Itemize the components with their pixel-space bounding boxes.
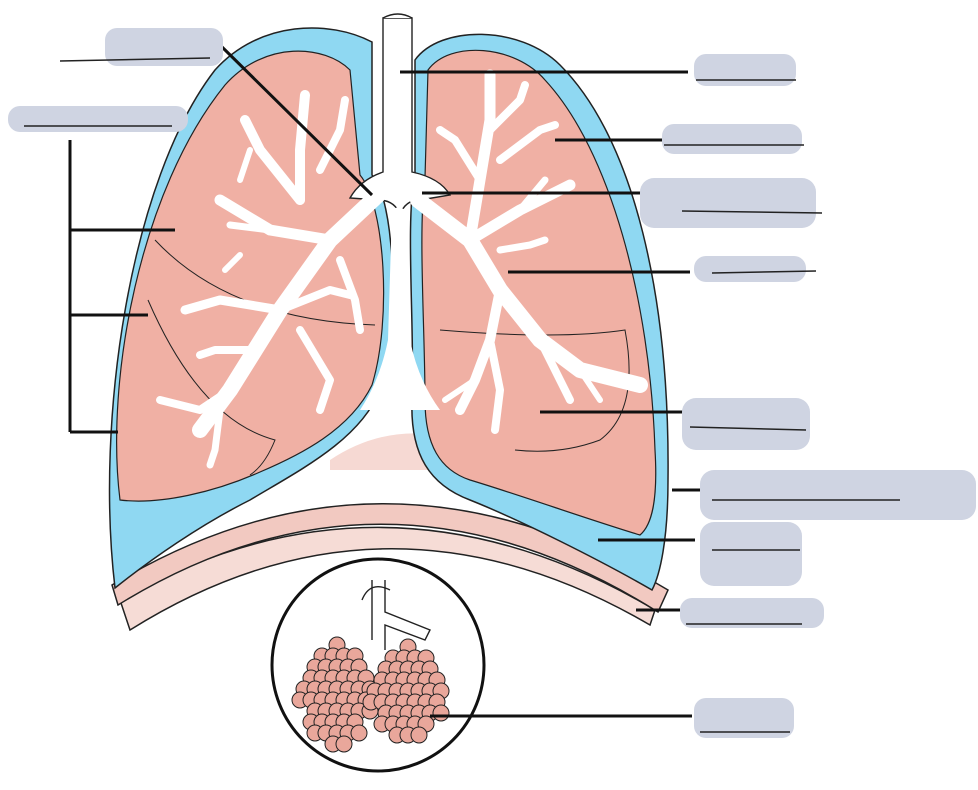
blank-lobes [8,106,188,132]
answer-blanks [8,28,976,738]
alveoli-inset [270,557,486,773]
blank-main-bronchus [694,256,817,282]
blank-diaphragm [680,598,824,628]
blank-trachea [694,54,796,86]
lobes-bracket [68,140,175,434]
blank-bronchiole [682,398,810,450]
left-lung-tissue [421,49,657,536]
trachea [348,13,452,410]
bronchial-tree-left [410,69,648,434]
blank-left-upper [662,124,804,154]
alveolus [350,724,368,742]
alveolus [410,726,428,744]
alveolus [432,704,450,722]
blank-carina [640,178,823,228]
alveolus [335,735,353,753]
blank-pleural-cavity [700,522,802,586]
blank-alveoli [694,698,794,738]
left-lung [409,33,669,592]
alveoli-cluster [291,636,379,753]
blank-top-left [59,28,223,66]
leader-lines [218,43,700,718]
blank-pleural-membrane [700,470,976,520]
bronchial-tree-right [156,90,386,469]
alveoli-cluster [362,638,450,744]
